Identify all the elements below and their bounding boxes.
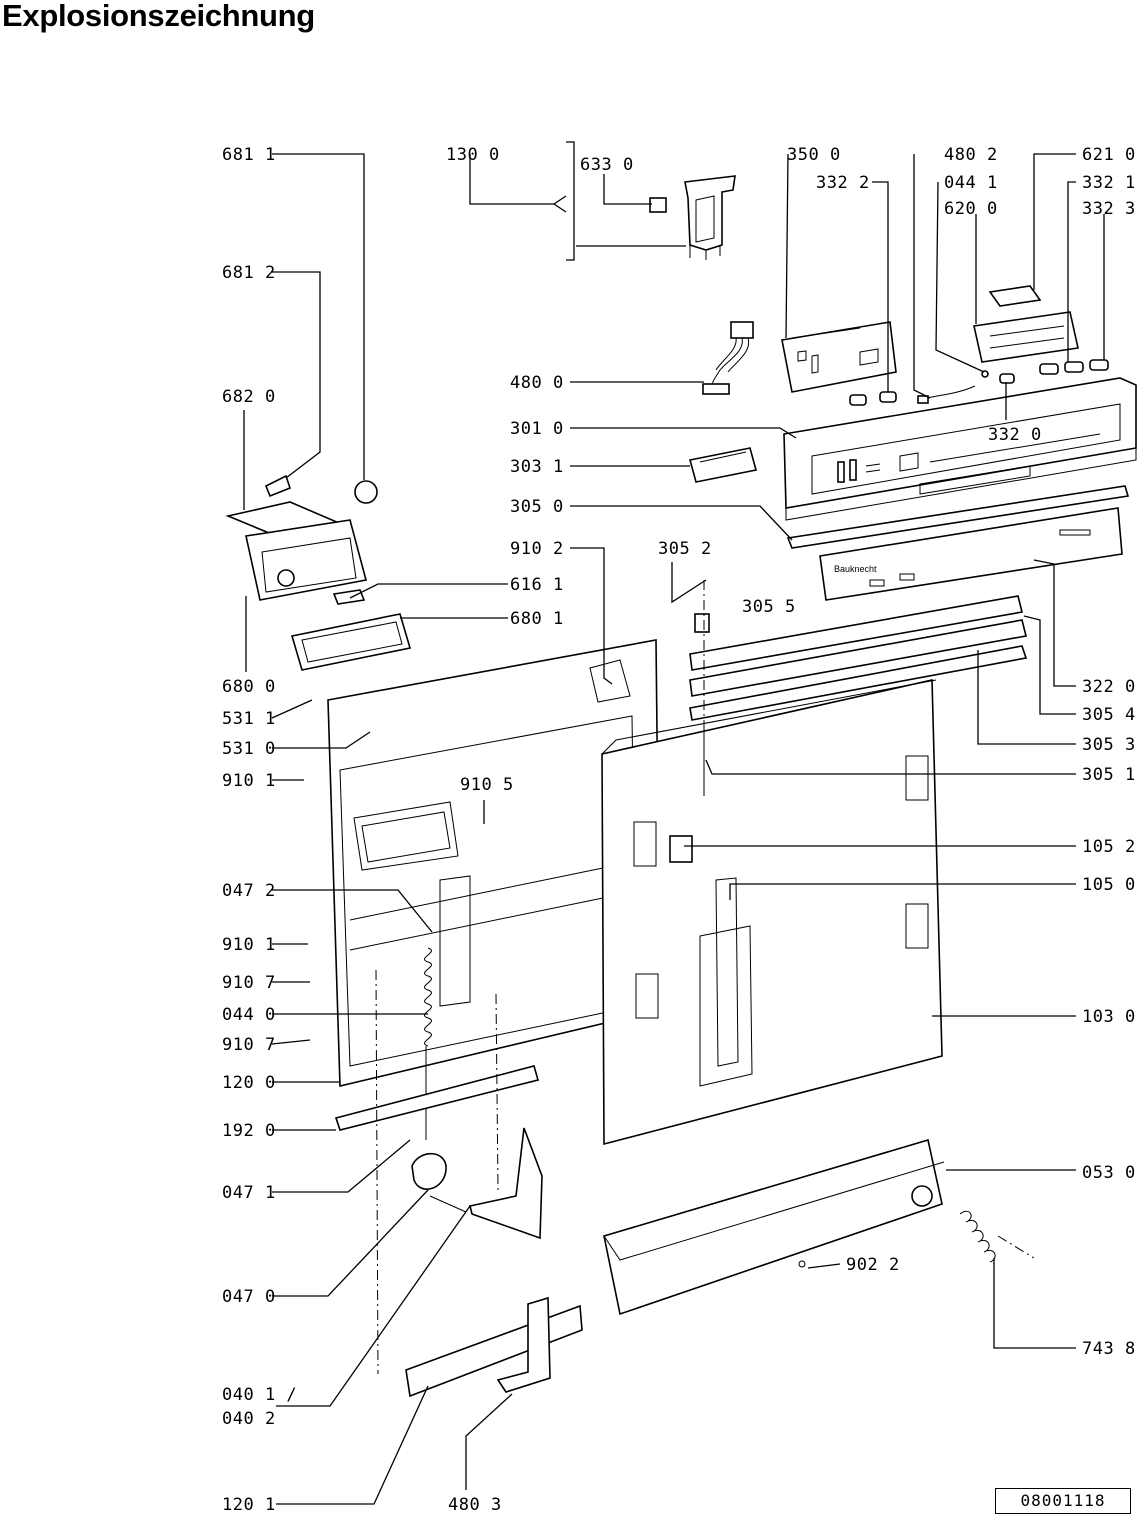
part-label-103-0: 103 0 xyxy=(1082,1007,1136,1027)
leader-lines xyxy=(243,141,1105,1505)
bezel-strip-part: Bauknecht xyxy=(786,485,1130,601)
part-label-910-7-b: 910 7 xyxy=(222,1035,276,1055)
part-label-192-0: 192 0 xyxy=(222,1121,276,1141)
gasket-part xyxy=(290,613,412,671)
part-label-910-2: 910 2 xyxy=(510,539,564,559)
part-label-680-1: 680 1 xyxy=(510,609,564,629)
wire-harness-part xyxy=(702,321,754,395)
part-label-301-0: 301 0 xyxy=(510,419,564,439)
part-label-682-0: 682 0 xyxy=(222,387,276,407)
part-label-910-1: 910 1 xyxy=(222,771,276,791)
part-label-743-8: 743 8 xyxy=(1082,1339,1136,1359)
part-label-047-2: 047 2 xyxy=(222,881,276,901)
part-label-044-1: 044 1 xyxy=(944,173,998,193)
part-label-305-0: 305 0 xyxy=(510,497,564,517)
part-label-105-0: 105 0 xyxy=(1082,875,1136,895)
part-label-620-0: 620 0 xyxy=(944,199,998,219)
part-label-480-2: 480 2 xyxy=(944,145,998,165)
part-label-910-5: 910 5 xyxy=(460,775,514,795)
part-label-305-2: 305 2 xyxy=(658,539,712,559)
clip-part xyxy=(694,613,710,633)
outer-door-part xyxy=(601,679,943,1146)
part-label-130-0: 130 0 xyxy=(446,145,500,165)
panel-insert-part xyxy=(689,447,757,483)
seal-strip-part xyxy=(334,1065,539,1131)
dispenser-part xyxy=(225,474,378,605)
part-label-332-1: 332 1 xyxy=(1082,173,1136,193)
part-label-480-3: 480 3 xyxy=(448,1495,502,1515)
part-label-531-0: 531 0 xyxy=(222,739,276,759)
part-label-350-0: 350 0 xyxy=(787,145,841,165)
part-label-305-5: 305 5 xyxy=(742,597,796,617)
part-label-040-1: 040 1 / xyxy=(222,1385,297,1405)
hinge-arm-part xyxy=(411,1152,467,1213)
coil-spring-part xyxy=(959,1210,996,1263)
part-label-044-0: 044 0 xyxy=(222,1005,276,1025)
part-label-902-2: 902 2 xyxy=(846,1255,900,1275)
part-label-480-0: 480 0 xyxy=(510,373,564,393)
part-label-633-0: 633 0 xyxy=(580,155,634,175)
part-label-120-0: 120 0 xyxy=(222,1073,276,1093)
hinge-bracket-part xyxy=(649,175,736,260)
part-label-332-3: 332 3 xyxy=(1082,199,1136,219)
part-label-531-1: 531 1 xyxy=(222,709,276,729)
lower-trim-part xyxy=(405,1296,583,1398)
document-number: 08001118 xyxy=(995,1488,1131,1514)
part-label-910-1-b: 910 1 xyxy=(222,935,276,955)
control-board-part xyxy=(781,321,897,406)
part-label-621-0: 621 0 xyxy=(1082,145,1136,165)
part-label-305-1: 305 1 xyxy=(1082,765,1136,785)
part-label-332-0: 332 0 xyxy=(988,425,1042,445)
part-label-322-0: 322 0 xyxy=(1082,677,1136,697)
rail-set-part xyxy=(689,595,1028,721)
part-label-047-1: 047 1 xyxy=(222,1183,276,1203)
part-label-305-4: 305 4 xyxy=(1082,705,1136,725)
part-label-680-0: 680 0 xyxy=(222,677,276,697)
kick-plate-part xyxy=(603,1138,945,1316)
lower-bracket-part xyxy=(469,1127,543,1240)
part-label-105-2: 105 2 xyxy=(1082,837,1136,857)
part-label-681-2: 681 2 xyxy=(222,263,276,283)
part-label-305-3: 305 3 xyxy=(1082,735,1136,755)
page-title: Explosionszeichnung xyxy=(2,0,315,33)
part-label-616-1: 616 1 xyxy=(510,575,564,595)
axis-lines xyxy=(375,580,1035,1375)
part-label-040-2: 040 2 xyxy=(222,1409,276,1429)
programmer-module-part xyxy=(917,285,1109,404)
part-label-053-0: 053 0 xyxy=(1082,1163,1136,1183)
brand-logo-text: Bauknecht xyxy=(834,564,877,574)
part-label-332-2: 332 2 xyxy=(816,173,870,193)
spring-part xyxy=(424,947,432,1140)
part-label-120-1: 120 1 xyxy=(222,1495,276,1515)
part-label-303-1: 303 1 xyxy=(510,457,564,477)
part-label-910-7: 910 7 xyxy=(222,973,276,993)
part-label-047-0: 047 0 xyxy=(222,1287,276,1307)
control-panel-housing-part xyxy=(783,377,1137,521)
part-number-labels: 681 1 130 0 633 0 350 0 332 2 480 2 044 … xyxy=(222,145,1136,1515)
part-label-681-1: 681 1 xyxy=(222,145,276,165)
